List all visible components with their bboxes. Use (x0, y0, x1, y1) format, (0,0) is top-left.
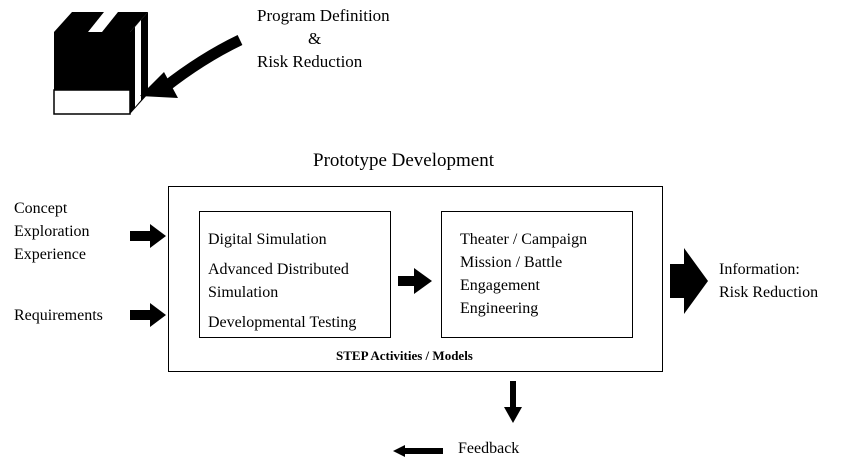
simulation-item: Simulation (208, 284, 279, 301)
level-box (441, 211, 633, 338)
feedback-arrow-icon (393, 445, 443, 457)
simulation-item: Developmental Testing (208, 314, 357, 331)
simulation-item: Advanced Distributed (208, 261, 349, 278)
top-label-line1: Program Definition (257, 6, 390, 25)
concept-arrow-icon (130, 224, 166, 248)
output-line2: Risk Reduction (719, 284, 819, 301)
level-item: Mission / Battle (460, 254, 563, 271)
output-line1: Information: (719, 261, 800, 278)
step-caption: STEP Activities / Models (336, 348, 473, 363)
top-label-ampersand: & (308, 29, 322, 48)
prototype-title: Prototype Development (313, 150, 494, 171)
top-label-line3: Risk Reduction (257, 52, 363, 71)
input-concept-line: Experience (14, 246, 86, 263)
feedback-label: Feedback (458, 440, 520, 457)
level-item: Engagement (460, 277, 540, 294)
level-item: Theater / Campaign (460, 231, 588, 248)
input-requirements: Requirements (14, 307, 103, 324)
right-arrow-icon (398, 268, 432, 294)
simulation-item: Digital Simulation (208, 231, 327, 248)
down-arrow-icon (504, 381, 522, 423)
input-concept-line: Concept (14, 200, 68, 217)
input-concept-line: Exploration (14, 223, 90, 240)
level-item: Engineering (460, 300, 539, 317)
simulation-box (199, 211, 391, 338)
program-block-graphic (53, 12, 243, 115)
requirements-arrow-icon (130, 303, 166, 327)
output-arrow-icon (670, 248, 708, 314)
